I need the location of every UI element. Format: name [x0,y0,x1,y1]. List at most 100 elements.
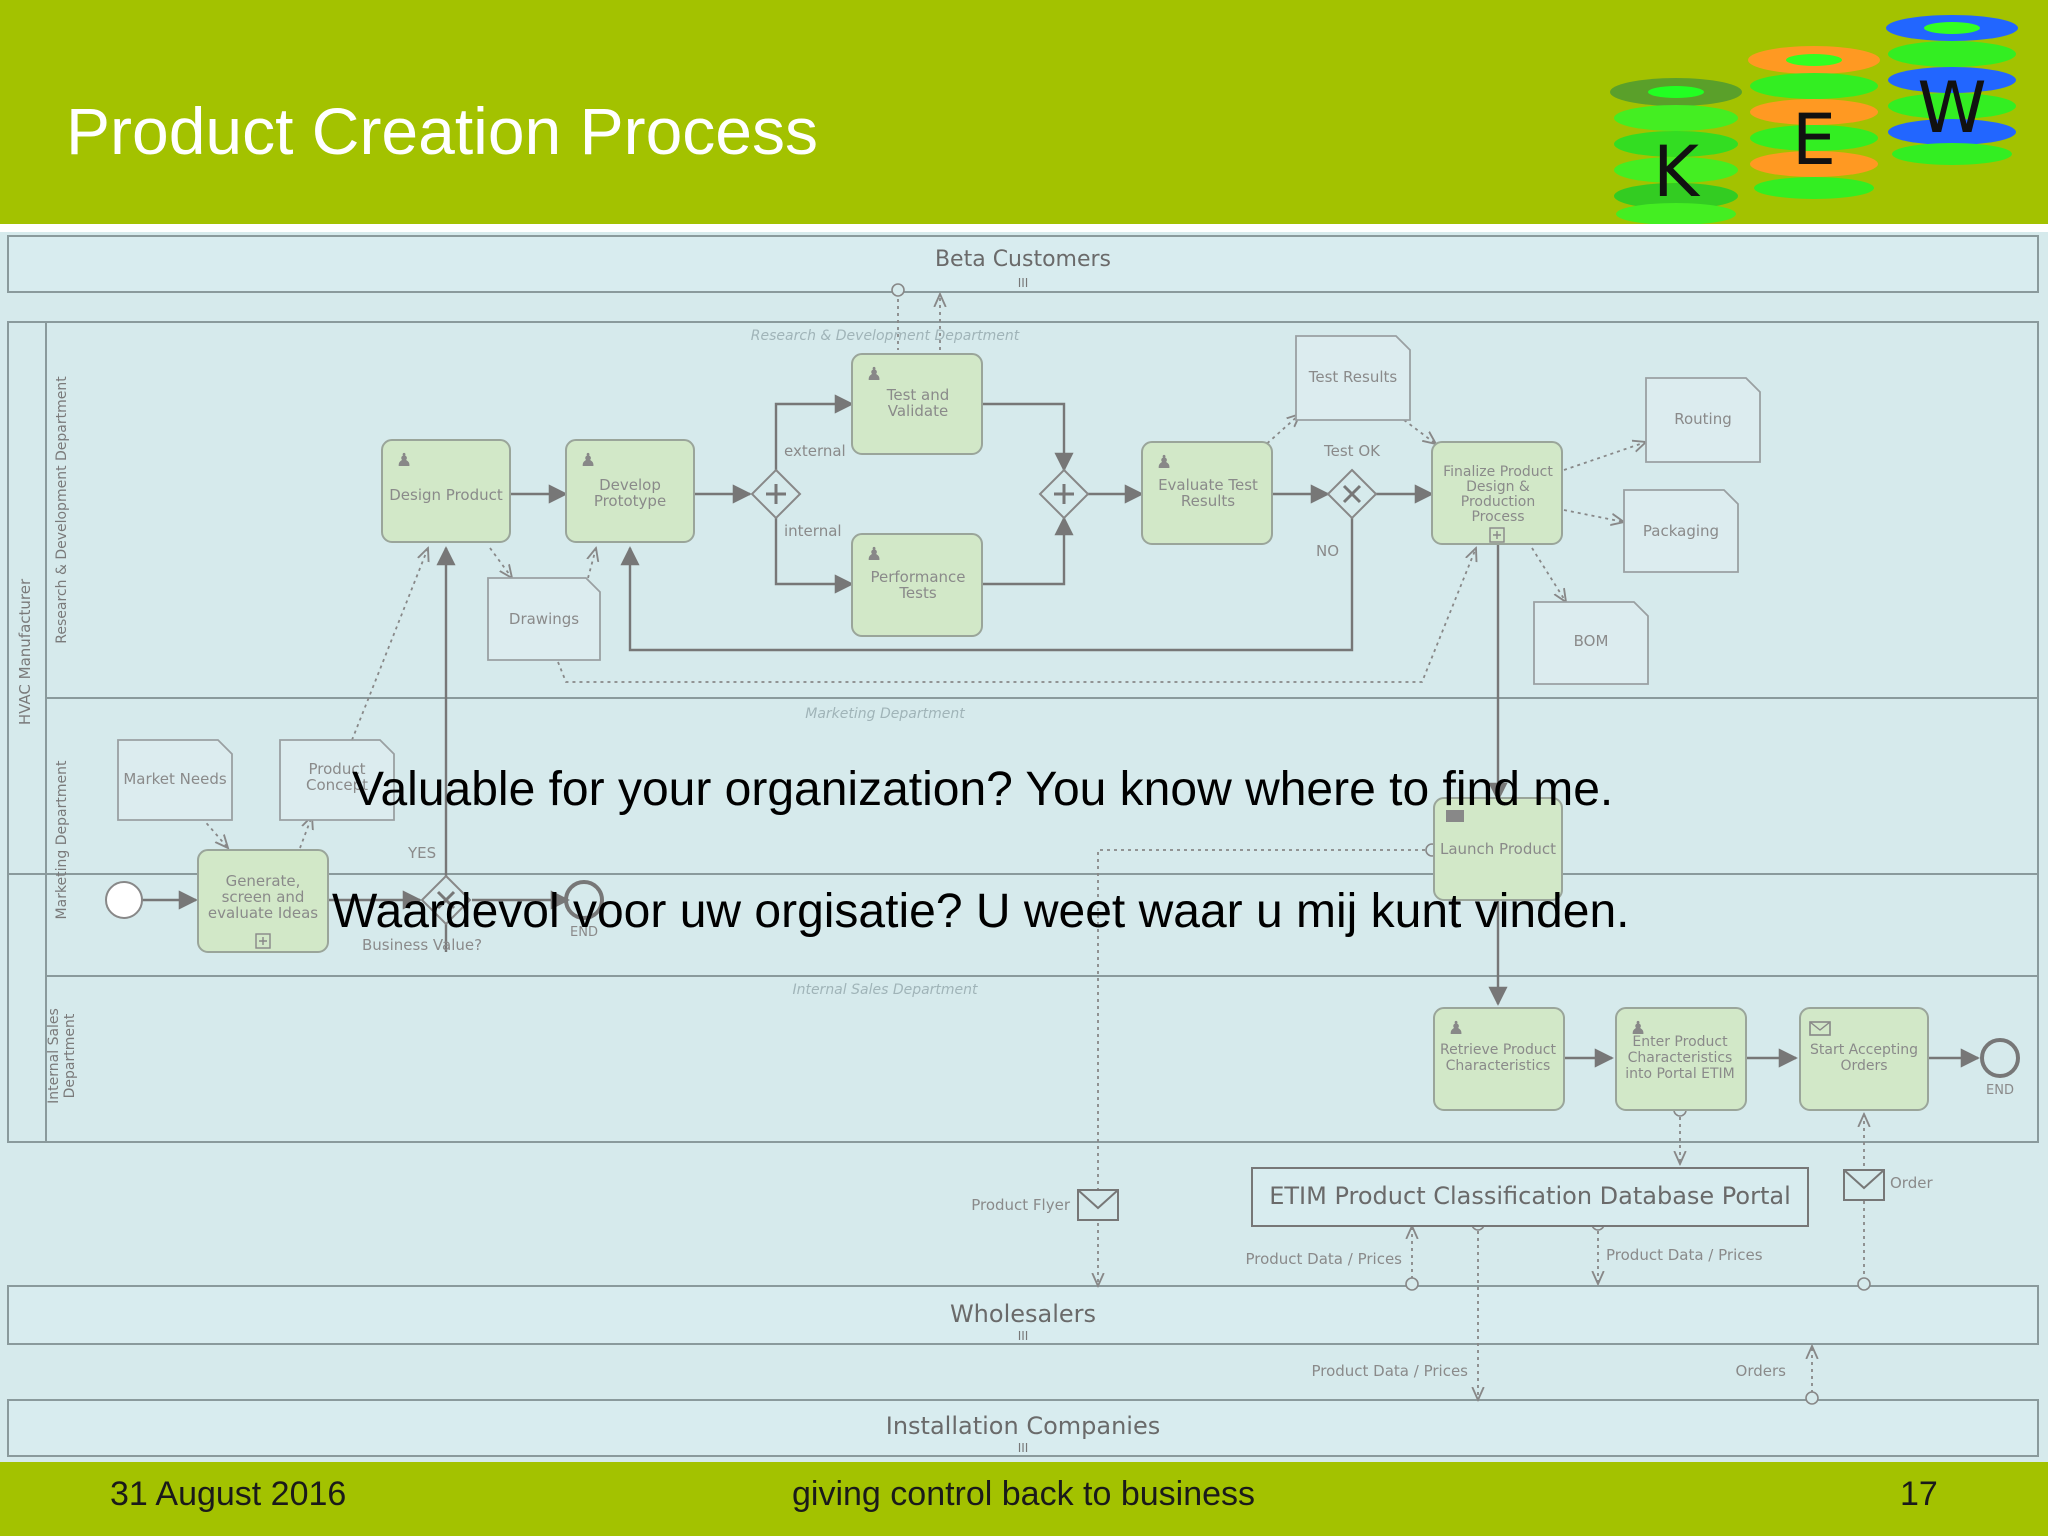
user-icon: ♟ [580,450,596,471]
bpmn-diagram: Beta Customers III HVAC Manufacturer Res… [0,232,2048,1462]
user-icon: ♟ [396,450,412,471]
pool-wholesalers: Wholesalers III [7,1285,2039,1345]
task-generate-ideas: Generate, screen and evaluate Ideas [197,849,329,953]
user-icon: ♟ [866,544,882,565]
logo-e-stack: E [1748,46,1880,199]
svg-text:Production: Production [1461,494,1535,510]
lane-label-marketing: Marketing Department [54,760,70,919]
task-finalize-product-design: Finalize Product Design & Production Pro… [1431,441,1563,545]
etim-portal: ETIM Product Classification Database Por… [1251,1167,1809,1227]
doc-routing: Routing [1674,410,1732,428]
svg-text:screen and: screen and [222,888,305,906]
user-icon: ♟ [1448,1018,1464,1039]
pool-installation-companies: Installation Companies III [7,1399,2039,1457]
pool-label-installers: Installation Companies [886,1412,1160,1440]
label-product-flyer: Product Flyer [971,1196,1071,1214]
task-start-accepting-orders: Start Accepting Orders [1799,1007,1929,1111]
slide-title: Product Creation Process [66,94,819,168]
task-retrieve-characteristics: ♟ Retrieve Product Characteristics [1433,1007,1565,1111]
task-performance-tests: ♟ Performance Tests [851,533,983,637]
svg-text:Prototype: Prototype [594,492,666,510]
user-icon: ♟ [1156,452,1172,473]
task-evaluate-test-results: ♟ Evaluate Test Results [1141,441,1273,545]
lane-caption-marketing: Marketing Department [805,706,965,722]
product-flyer-message: Product Flyer [971,1189,1119,1221]
label-orders: Orders [1736,1362,1787,1380]
svg-text:Process: Process [1471,509,1524,525]
footer-tagline: giving control back to business [792,1475,1256,1513]
svg-text:Performance: Performance [870,568,965,586]
logo-letter-e: E [1792,99,1836,181]
logo-w-stack: W [1886,15,2018,165]
doc-packaging: Packaging [1643,522,1719,540]
doc-product-concept-1: Product [309,760,366,778]
label-order: Order [1890,1174,1933,1192]
label-product-data-3: Product Data / Prices [1311,1362,1468,1380]
svg-text:Validate: Validate [888,402,948,420]
lane-caption-rd: Research & Development Department [751,328,1020,344]
svg-text:Evaluate Test: Evaluate Test [1158,476,1258,494]
subprocess-plus-icon [255,933,271,949]
label-external: external [784,442,846,460]
svg-text:Characteristics: Characteristics [1446,1058,1551,1074]
svg-text:III: III [1018,276,1029,290]
svg-text:evaluate Ideas: evaluate Ideas [208,904,318,922]
lane-label-sales-2: Department [62,1013,78,1098]
start-event [105,881,143,919]
task-enter-characteristics: ♟ Enter Product Characteristics into Por… [1615,1007,1747,1111]
user-icon: ♟ [866,364,882,385]
label-test-ok: Test OK [1323,442,1381,460]
logo-letter-k: K [1653,131,1701,213]
label-product-data-2: Product Data / Prices [1606,1246,1763,1264]
header-separator [0,224,2048,232]
svg-text:III: III [1018,1329,1029,1343]
task-test-and-validate: ♟ Test and Validate [851,353,983,455]
label-business-value: Business Value? [362,936,482,954]
overlay-english: Valuable for your organization? You know… [352,763,1614,816]
end-event-sales [1980,1038,2020,1078]
pool-hvac-outline [7,321,2039,1143]
footer-date: 31 August 2016 [110,1475,347,1513]
task-develop-prototype: ♟ Develop Prototype [565,439,695,543]
slide-footer [0,1462,2048,1536]
svg-text:Results: Results [1181,492,1235,510]
subprocess-plus-icon [1489,527,1505,543]
svg-text:Develop: Develop [599,476,661,494]
logo-k-stack: K [1610,78,1742,225]
label-end-sales: END [1986,1083,2014,1098]
pool-label-wholesalers: Wholesalers [950,1300,1096,1328]
order-message: Order [1843,1169,1933,1201]
pool-beta-customers: Beta Customers III [7,235,2039,293]
svg-text:Enter Product: Enter Product [1632,1034,1728,1050]
label-end-marketing: END [570,925,598,940]
svg-text:Design Product: Design Product [389,486,503,504]
task-launch-product: Launch Product [1433,797,1563,901]
end-event-marketing [564,880,604,920]
footer-page-number: 17 [1900,1475,1938,1513]
doc-drawings: Drawings [509,610,579,628]
overlay-dutch: Waardevol voor uw orgisatie? U weet waar… [332,885,1630,938]
svg-text:Generate,: Generate, [226,872,301,890]
pool-label-beta-customers: Beta Customers [935,247,1111,272]
svg-text:Tests: Tests [898,584,937,602]
envelope-icon [1446,810,1464,822]
doc-test-results: Test Results [1308,368,1398,386]
data-objects [117,335,1761,821]
svg-text:III: III [1018,1441,1029,1455]
label-product-data-1: Product Data / Prices [1245,1250,1402,1268]
label-yes: YES [407,844,436,862]
lane-caption-sales: Internal Sales Department [792,982,978,998]
association-flows [201,292,1864,1400]
label-internal: internal [784,522,842,540]
user-icon: ♟ [1630,1018,1646,1039]
envelope-icon [1809,1021,1831,1036]
svg-text:into Portal ETIM: into Portal ETIM [1625,1066,1735,1082]
svg-text:Test and: Test and [886,386,950,404]
lane-label-sales-1: Internal Sales [46,1008,62,1104]
etim-portal-label: ETIM Product Classification Database Por… [1269,1182,1791,1210]
doc-bom: BOM [1574,632,1609,650]
logo-letter-w: W [1917,67,1986,149]
label-no: NO [1316,542,1339,560]
lane-label-rd: Research & Development Department [54,376,70,644]
svg-text:Launch Product: Launch Product [1440,840,1556,858]
